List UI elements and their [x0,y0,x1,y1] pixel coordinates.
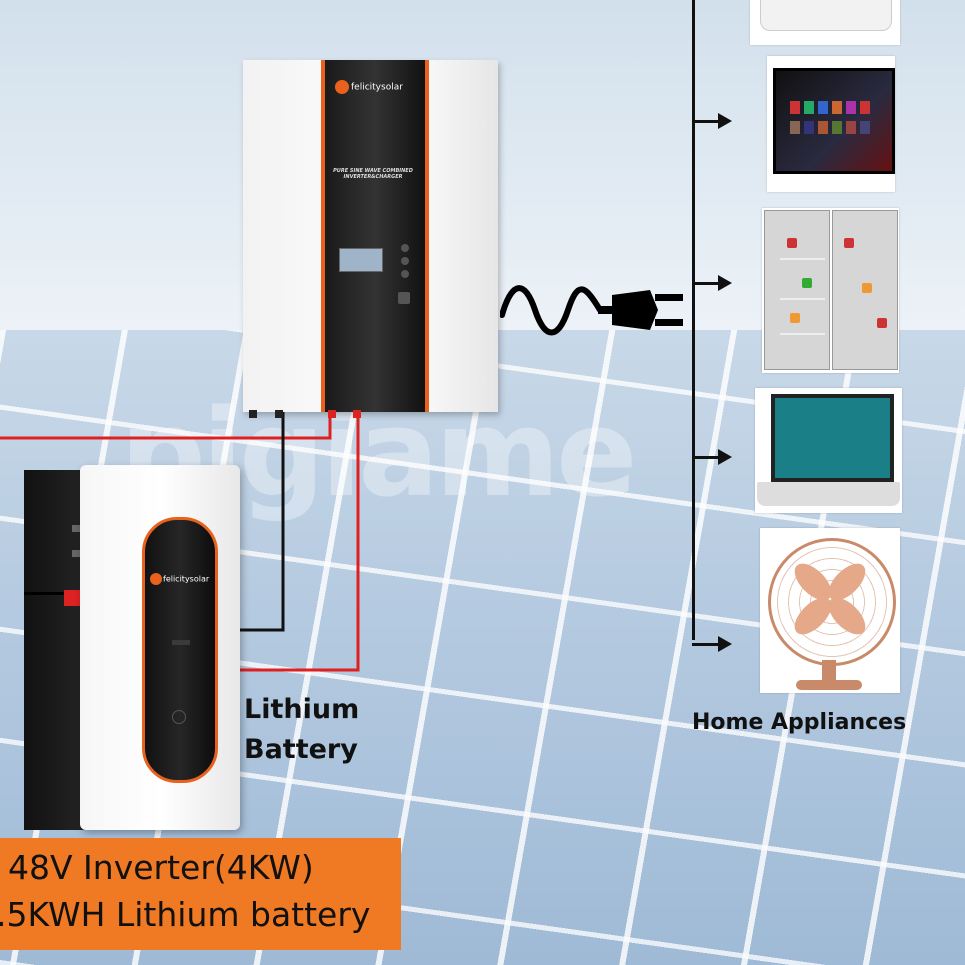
battery-label-line2: Battery [244,734,358,765]
battery-wires [0,412,360,672]
refrigerator-image [762,208,899,373]
red-wire-right [238,412,360,672]
fan-image [760,528,900,693]
lithium-battery-label: Lithium Battery [244,690,359,770]
brand-logo-icon [335,80,349,94]
inverter-button [401,244,409,252]
distribution-line [692,0,695,640]
brand-logo-icon [150,573,162,585]
inverter-power-switch [398,292,410,304]
arrow-right-icon [692,113,732,129]
spec-line-inverter: 48V Inverter(4KW) [8,848,314,887]
inverter-logo: felicitysolar [335,80,403,94]
inverter-button [401,270,409,278]
battery-front-display [142,517,218,783]
inverter-port [249,410,257,418]
inverter-lcd-display [339,248,383,272]
inverter-button [401,257,409,265]
inverter-panel-text: PURE SINE WAVE COMBINED INVERTER&CHARGER [333,168,413,180]
inverter-port [328,410,336,418]
inverter: felicitysolar PURE SINE WAVE COMBINED IN… [243,60,498,418]
battery-led-indicator [172,640,190,645]
spec-line-battery: .5KWH Lithium battery [0,895,371,934]
battery-label-line1: Lithium [244,694,360,725]
inverter-brand: felicitysolar [351,82,403,93]
home-appliances-label: Home Appliances [692,710,907,735]
inverter-port [353,410,361,418]
battery-power-button [172,710,186,724]
arrow-right-icon [692,636,732,652]
spec-caption-box [0,838,401,950]
inverter-front-strip [321,60,429,412]
arrow-right-icon [692,449,732,465]
inverter-port [275,410,283,418]
lithium-battery: felicitysolar [80,465,240,830]
air-conditioner-image [750,0,900,45]
television-image [767,56,895,192]
battery-brand: felicitysolar [163,574,210,584]
arrow-right-icon [692,275,732,291]
laptop-image [755,388,902,513]
red-wire-left [0,412,332,440]
battery-logo: felicitysolar [150,573,209,585]
power-plug-icon [500,285,683,336]
black-wire [238,412,285,632]
